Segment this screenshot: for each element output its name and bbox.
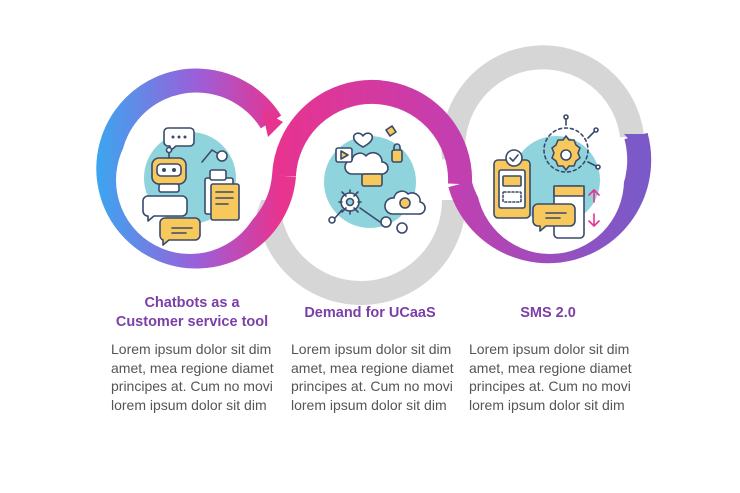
step-1-body-line-4: lorem ipsum dolor sit dim: [111, 396, 267, 413]
step-2-title-line-1: Demand for UCaaS: [304, 304, 436, 321]
step-2-title: Demand for UCaaS: [275, 293, 465, 333]
step-3-body-line-1: Lorem ipsum dolor sit dim: [469, 341, 630, 357]
step-1-body-line-3: principes at. Cum no movi: [111, 378, 273, 394]
step-1-title-line-1: Chatbots as a: [144, 295, 240, 311]
step-2-body-line-4: lorem ipsum dolor sit dim: [291, 396, 447, 413]
step-1-description: Lorem ipsum dolor sit dim amet, mea regi…: [111, 340, 281, 414]
ribbon-end-cap: [624, 134, 648, 152]
step-3-title: SMS 2.0: [453, 293, 643, 333]
ribbon-start-cap: [262, 110, 283, 137]
step-3-title-line-1: SMS 2.0: [520, 304, 576, 321]
step-2-body-line-3: principes at. Cum no movi: [291, 378, 453, 394]
step-1-title-line-2: Customer service tool: [115, 314, 269, 330]
step-1-title: Chatbots as a Customer service tool: [97, 293, 287, 333]
step-3-description: Lorem ipsum dolor sit dim amet, mea regi…: [469, 340, 639, 414]
chatbot-icon: [142, 127, 240, 246]
step-2-description: Lorem ipsum dolor sit dim amet, mea regi…: [291, 340, 461, 414]
step-2-body-line-1: Lorem ipsum dolor sit dim: [291, 341, 452, 357]
step-3-body-line-2: amet, mea regione diamet: [469, 359, 632, 376]
gray-ribbon: [256, 45, 644, 305]
step-3-body-line-3: principes at. Cum no movi: [469, 378, 631, 394]
step-1-body-line-2: amet, mea regione diamet: [111, 359, 274, 376]
sms-phone-icon: [493, 114, 601, 239]
step-2-body-line-2: amet, mea regione diamet: [291, 359, 454, 376]
step-1-body-line-1: Lorem ipsum dolor sit dim: [111, 341, 272, 357]
step-3-body-line-4: lorem ipsum dolor sit dim: [469, 396, 625, 413]
cloud-network-icon: [324, 125, 426, 234]
